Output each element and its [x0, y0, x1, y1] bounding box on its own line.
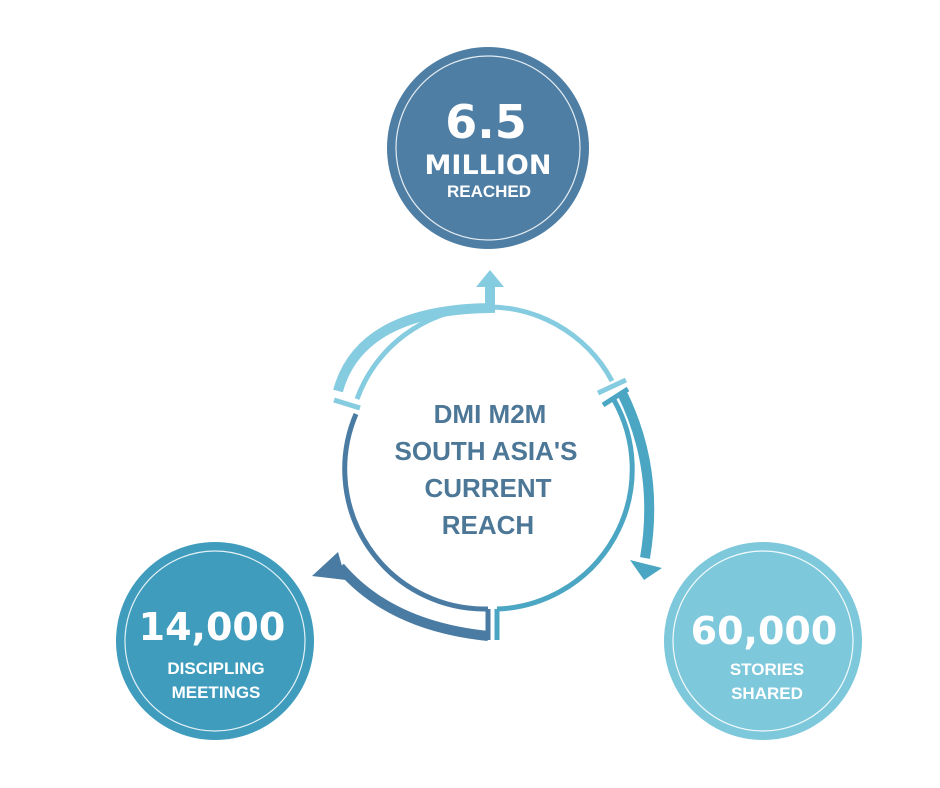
arrowhead-down-right: [630, 560, 662, 580]
stat-unit-reached: MILLION: [425, 150, 552, 181]
arrowhead-down-left: [312, 552, 346, 580]
stat-label-discipling-line-1: DISCIPLING: [167, 659, 264, 678]
cycle-arrow-mid: [494, 386, 662, 640]
stat-number-discipling: 14,000: [139, 605, 286, 649]
cycle-arrow-dark: [312, 413, 491, 641]
stat-label-reached: REACHED: [447, 182, 531, 201]
stat-label-discipling-line-2: MEETINGS: [172, 683, 261, 702]
stat-label-stories-line-2: SHARED: [731, 684, 803, 703]
stat-circle-discipling: 14,000 DISCIPLING MEETINGS: [116, 542, 314, 740]
stat-number-stories: 60,000: [691, 609, 838, 653]
center-title: DMI M2M SOUTH ASIA'S CURRENT REACH: [395, 399, 578, 540]
center-title-line-4: REACH: [442, 510, 534, 540]
stat-label-stories-line-1: STORIES: [730, 660, 804, 679]
center-title-line-3: CURRENT: [424, 473, 551, 503]
stat-circle-stories: 60,000 STORIES SHARED: [664, 542, 862, 740]
stat-number-reached: 6.5: [445, 95, 527, 149]
cycle-arrow-light: [333, 270, 628, 411]
arrowhead-up: [476, 270, 504, 287]
stat-circle-reached: 6.5 MILLION REACHED: [387, 47, 589, 249]
center-title-line-2: SOUTH ASIA'S: [395, 436, 578, 466]
center-title-line-1: DMI M2M: [434, 399, 547, 429]
